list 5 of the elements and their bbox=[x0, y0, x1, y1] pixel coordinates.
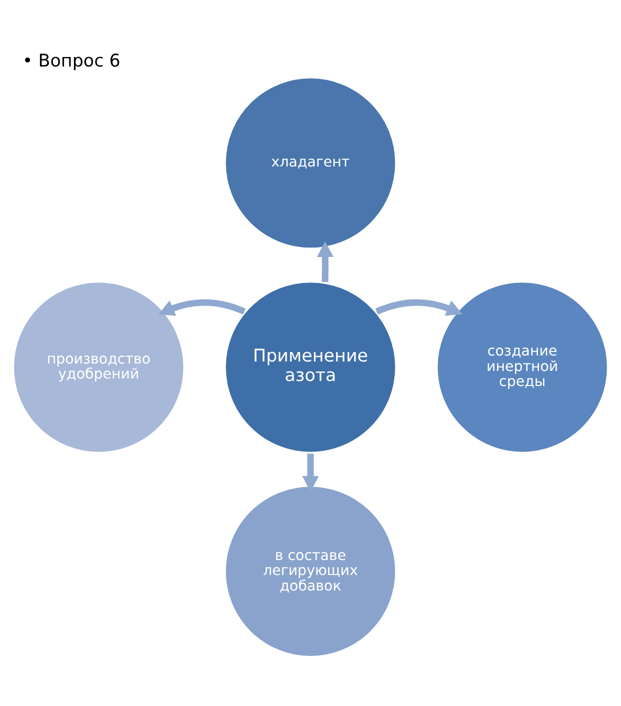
arrow bbox=[375, 299, 463, 316]
arrow bbox=[316, 241, 334, 282]
node-circle: хладагент bbox=[222, 75, 398, 251]
diagram-title: • Вопрос 6 bbox=[22, 52, 120, 72]
arrow bbox=[158, 299, 246, 316]
